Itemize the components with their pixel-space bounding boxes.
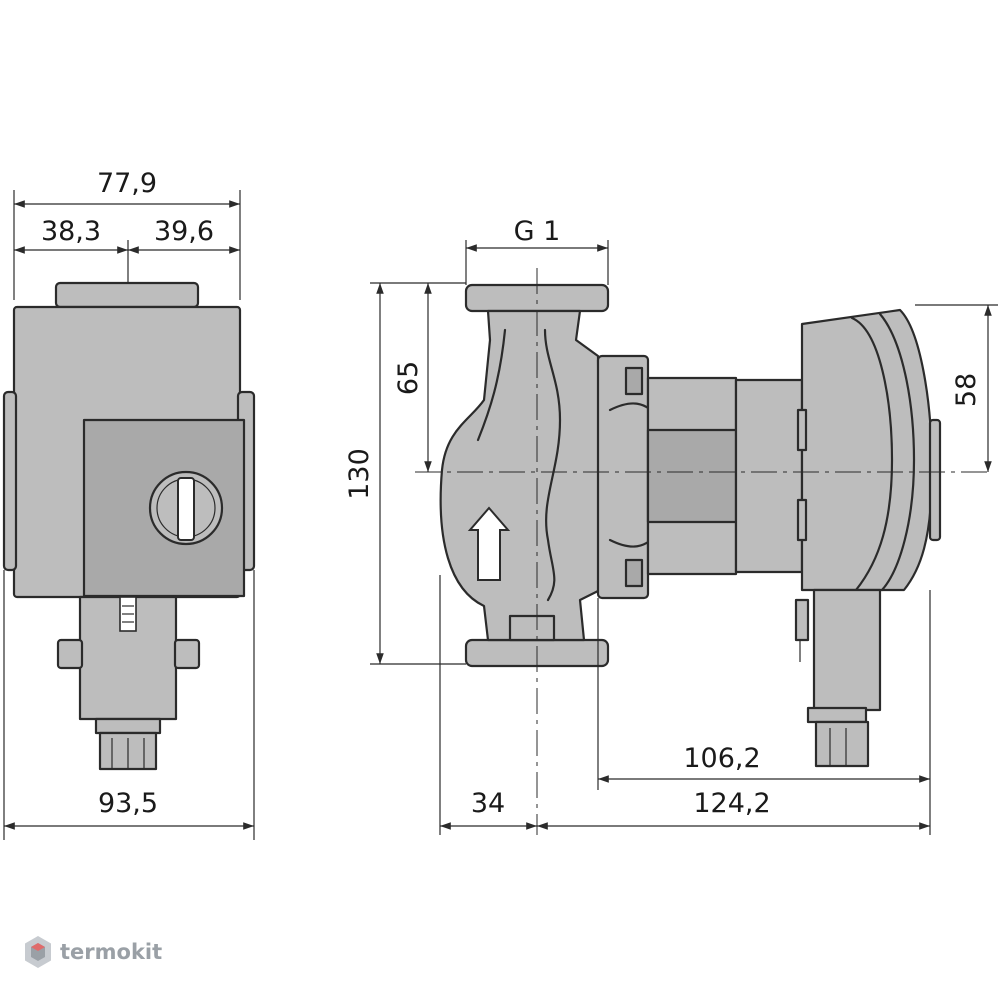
side-view — [439, 283, 942, 768]
dim-93-5: 93,5 — [98, 788, 158, 819]
watermark-text: termokit — [60, 940, 163, 964]
dim-130: 130 — [344, 448, 375, 500]
dim-38-3: 38,3 — [41, 216, 101, 247]
side-dimensions — [370, 240, 998, 835]
front-view — [2, 281, 256, 771]
front-top-cap — [54, 281, 200, 309]
dim-106-2: 106,2 — [683, 743, 760, 774]
front-left-lug — [2, 390, 18, 572]
front-terminal-box — [56, 595, 201, 771]
electronics-head — [800, 308, 934, 592]
dim-34: 34 — [471, 788, 505, 819]
termokit-logo-icon — [25, 936, 51, 968]
side-terminal-box — [794, 588, 882, 768]
dim-65: 65 — [393, 361, 424, 395]
dim-g1: G 1 — [514, 216, 561, 247]
front-dimensions — [3, 190, 255, 840]
dim-77-9: 77,9 — [97, 168, 157, 199]
dim-124-2: 124,2 — [693, 788, 770, 819]
pump-body — [439, 309, 602, 642]
control-knob — [148, 470, 224, 546]
dim-39-6: 39,6 — [154, 216, 214, 247]
termokit-watermark: termokit — [24, 935, 162, 969]
stator — [734, 378, 804, 574]
dim-58: 58 — [951, 373, 982, 407]
